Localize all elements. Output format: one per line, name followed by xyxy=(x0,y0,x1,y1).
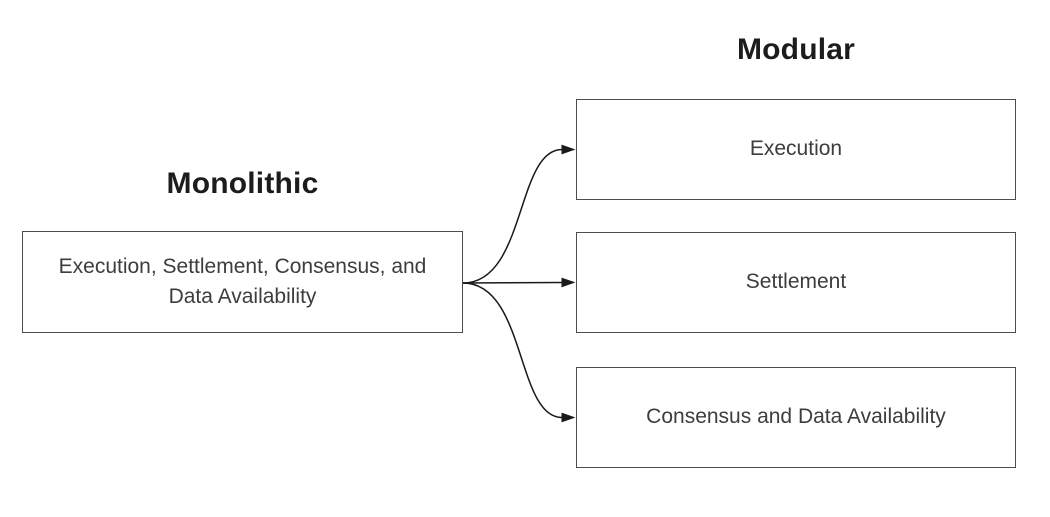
monolithic-heading: Monolithic xyxy=(166,167,319,200)
modular-box-execution: Execution xyxy=(576,99,1016,200)
monolithic-box: Execution, Settlement, Consensus, and Da… xyxy=(22,231,463,333)
modular-box-settlement-label: Settlement xyxy=(745,270,847,294)
modular-box-consensus-da-label: Consensus and Data Availability xyxy=(646,405,946,429)
modular-box-execution-label: Execution xyxy=(749,137,843,161)
arrow-to-settlement xyxy=(462,277,576,288)
modular-box-settlement: Settlement xyxy=(576,232,1016,333)
modular-heading: Modular xyxy=(736,33,856,66)
arrow-to-consensus-da xyxy=(462,282,576,423)
arrow-to-execution xyxy=(462,144,576,284)
monolithic-box-label: Execution, Settlement, Consensus, and Da… xyxy=(58,254,427,308)
modular-box-consensus-da: Consensus and Data Availability xyxy=(576,367,1016,468)
